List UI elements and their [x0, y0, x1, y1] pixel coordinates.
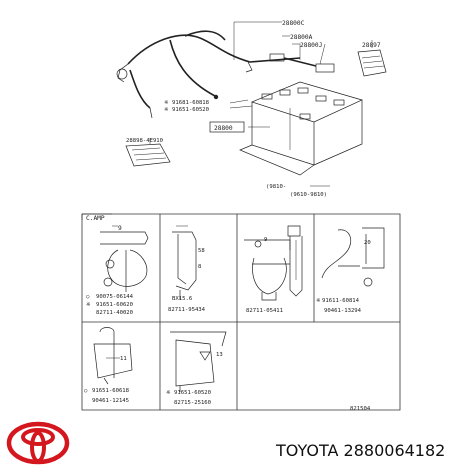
label-plate-28898: [125, 138, 171, 167]
svg-text:※: ※: [164, 106, 169, 113]
svg-text:○: ○: [84, 388, 88, 394]
svg-text:20: 20: [364, 240, 371, 246]
detail-6: 11 91651-60618 90461-12145 ○: [84, 327, 133, 404]
svg-text:○: ○: [86, 294, 90, 300]
svg-text:※: ※: [166, 389, 171, 396]
svg-text:9: 9: [118, 225, 122, 232]
svg-text:90461-12145: 90461-12145: [92, 398, 129, 404]
svg-text:82711-40020: 82711-40020: [96, 310, 133, 316]
svg-text:58: 58: [198, 248, 205, 254]
label-28800: 28800: [214, 125, 233, 132]
label-range: (9610-9810): [290, 192, 327, 198]
label-camp: C.AMP: [86, 215, 105, 222]
label-91651: 91651-60520: [172, 107, 209, 113]
svg-text:※: ※: [86, 301, 91, 308]
detail-1: 9 90075-06144 91651-60620 82711-40020 ○ …: [86, 225, 149, 316]
detail-2: 58 8 BX15.6 82711-95434: [168, 225, 206, 313]
label-28800C: 28800C: [282, 20, 305, 27]
detail-frame: C.AMP: [81, 213, 401, 411]
svg-text:91651-60520: 91651-60520: [174, 390, 211, 396]
label-range2: (9810-: [266, 184, 286, 190]
svg-text:82711-95434: 82711-95434: [168, 307, 206, 313]
detail-5: 20 91611-60814 90461-13294 ※: [316, 227, 385, 314]
svg-text:91651-60618: 91651-60618: [92, 388, 130, 394]
detail-4: [287, 225, 303, 297]
brand-part-number: TOYOTA 2880064182: [276, 441, 446, 460]
detail-7: 13 91651-60520 82715-25160 ※: [166, 331, 227, 406]
callout-lines-top: [229, 21, 330, 187]
top-labels: 28800C 28800A 28800J 28897 91681-60818 9…: [126, 20, 381, 198]
battery: [239, 81, 364, 176]
label-28897: 28897: [362, 42, 381, 49]
label-28898: 28898-4E910: [126, 138, 163, 144]
label-28800A: 28800A: [290, 34, 313, 41]
svg-text:11: 11: [120, 356, 127, 362]
detail-3: 9 82711-05411: [244, 237, 291, 314]
svg-text:13: 13: [216, 352, 223, 358]
svg-text:8: 8: [198, 264, 202, 270]
svg-text:82711-05411: 82711-05411: [246, 308, 283, 314]
label-91681: 91681-60818: [172, 100, 210, 106]
wire-harness: [116, 30, 335, 119]
svg-text:82715-25160: 82715-25160: [174, 400, 211, 406]
svg-text:9: 9: [264, 237, 267, 243]
label-28800J: 28800J: [300, 42, 322, 49]
svg-text:※: ※: [164, 99, 169, 106]
svg-text:BX15.6: BX15.6: [172, 296, 192, 302]
svg-text:91651-60620: 91651-60620: [96, 302, 133, 308]
svg-text:90461-13294: 90461-13294: [324, 308, 362, 314]
svg-text:91611-60814: 91611-60814: [322, 298, 360, 304]
svg-text:※: ※: [316, 297, 321, 304]
label-821504: 821504: [350, 406, 371, 412]
label-plate-28897: [357, 40, 387, 77]
svg-text:90075-06144: 90075-06144: [96, 294, 134, 300]
toyota-logo: [6, 421, 70, 465]
